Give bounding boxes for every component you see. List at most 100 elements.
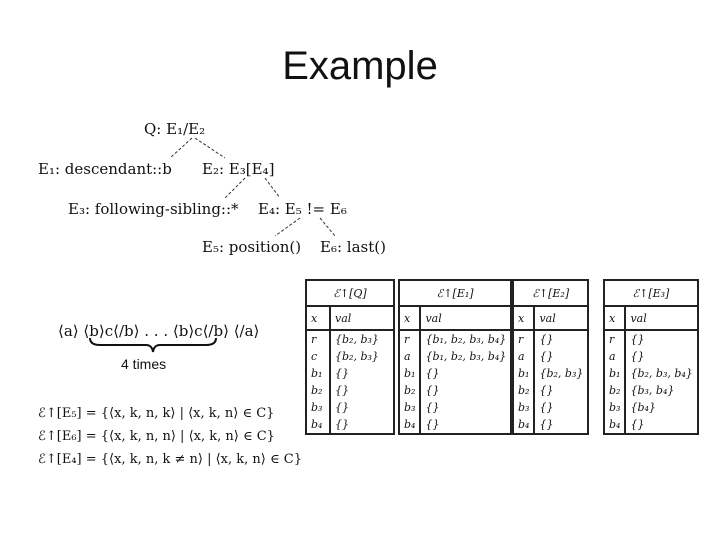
cell-val: {}	[533, 330, 590, 348]
tree-node-e1: E₁: descendant::b	[38, 160, 172, 178]
brace-icon	[89, 337, 217, 353]
table-row: b₃{}	[511, 399, 590, 416]
table-row: b₂{b₃, b₄}	[602, 382, 699, 399]
cell-val: {}	[533, 399, 590, 416]
equation-e4: ℰ↑[E₄] = {⟨x, k, n, k ≠ n⟩ | ⟨x, k, n⟩ ∈…	[38, 452, 302, 467]
cell-val: {}	[329, 365, 395, 382]
cell-x: b₃	[602, 399, 627, 416]
xml-document: ⟨a⟩ ⟨b⟩c⟨/b⟩ . . . ⟨b⟩c⟨/b⟩ ⟨/a⟩	[58, 322, 260, 340]
table-row: b₁{b₂, b₃, b₄}	[602, 365, 699, 382]
table-row: b₃{}	[305, 399, 395, 416]
column-header: x	[602, 305, 627, 331]
table-row: r{b₁, b₂, b₃, b₄}	[397, 330, 513, 348]
cell-val: {b₄}	[624, 399, 699, 416]
cell-val: {b₁, b₂, b₃, b₄}	[419, 348, 513, 365]
table-row: a{}	[602, 348, 699, 365]
cell-x: a	[602, 348, 627, 365]
cell-x: a	[397, 348, 422, 365]
cell-x: b₂	[511, 382, 536, 399]
table-title: ℰ↑[E₁]	[397, 279, 513, 307]
repeat-count-label: 4 times	[121, 356, 167, 372]
cell-x: r	[397, 330, 422, 348]
table-title: ℰ↑[E₃]	[603, 279, 699, 307]
cell-val: {}	[419, 382, 513, 399]
table-title: ℰ↑[Q]	[305, 279, 395, 307]
cell-val: {}	[533, 382, 590, 399]
table-row: b₃{}	[397, 399, 513, 416]
cell-x: a	[511, 348, 536, 365]
cell-x: b₁	[602, 365, 627, 382]
cell-x: r	[602, 330, 627, 348]
cell-val: {}	[329, 399, 395, 416]
cell-val: {b₂, b₃, b₄}	[624, 365, 699, 382]
cell-x: b₂	[602, 382, 627, 399]
column-header: x	[397, 305, 422, 331]
tree-node-e2: E₂: E₃[E₄]	[202, 160, 275, 178]
table-row: r{}	[602, 330, 699, 348]
cell-x: b₄	[397, 416, 422, 435]
table-row: b₁{b₂, b₃}	[511, 365, 590, 382]
table-row: b₁{}	[397, 365, 513, 382]
cell-x: b₃	[305, 399, 331, 416]
table-row: b₄{}	[511, 416, 590, 435]
cell-x: b₄	[511, 416, 536, 435]
cell-val: {}	[533, 348, 590, 365]
table-row: b₄{}	[305, 416, 395, 435]
table-row: r{b₂, b₃}	[305, 330, 395, 348]
cell-val: {b₂, b₃}	[533, 365, 590, 382]
tree-edges	[169, 137, 336, 237]
cell-val: {}	[419, 416, 513, 435]
cell-val: {}	[419, 365, 513, 382]
cell-val: {b₃, b₄}	[624, 382, 699, 399]
cell-val: {}	[419, 399, 513, 416]
cell-x: r	[511, 330, 536, 348]
column-header: val	[533, 305, 590, 331]
equation-e5: ℰ↑[E₅] = {⟨x, k, n, k⟩ | ⟨x, k, n⟩ ∈ C}	[38, 406, 275, 421]
cell-val: {}	[624, 348, 699, 365]
column-header: x	[305, 305, 331, 331]
column-header: val	[419, 305, 513, 331]
cell-x: c	[305, 348, 331, 365]
tree-node-q: Q: E₁/E₂	[144, 120, 206, 138]
cell-x: b₂	[397, 382, 422, 399]
cell-x: b₂	[305, 382, 331, 399]
column-header: val	[329, 305, 395, 331]
equation-e6: ℰ↑[E₆] = {⟨x, k, n, n⟩ | ⟨x, k, n⟩ ∈ C}	[38, 429, 275, 444]
table-row: b₂{}	[511, 382, 590, 399]
table-row: b₁{}	[305, 365, 395, 382]
cell-val: {}	[624, 330, 699, 348]
cell-x: b₃	[511, 399, 536, 416]
cell-val: {}	[624, 416, 699, 435]
table-row: r{}	[511, 330, 590, 348]
table-row: a{b₁, b₂, b₃, b₄}	[397, 348, 513, 365]
cell-x: r	[305, 330, 331, 348]
table-row: b₃{b₄}	[602, 399, 699, 416]
query-parse-tree: Q: E₁/E₂ E₁: descendant::b E₂: E₃[E₄] E₃…	[30, 110, 430, 270]
cell-val: {}	[329, 416, 395, 435]
cell-val: {b₁, b₂, b₃, b₄}	[419, 330, 513, 348]
table-row: b₄{}	[602, 416, 699, 435]
tree-node-e5: E₅: position()	[202, 238, 302, 256]
cell-x: b₁	[305, 365, 331, 382]
table-row: c{b₂, b₃}	[305, 348, 395, 365]
table-row: a{}	[511, 348, 590, 365]
cell-x: b₃	[397, 399, 422, 416]
cell-val: {}	[533, 416, 590, 435]
cell-val: {b₂, b₃}	[329, 330, 395, 348]
tree-node-e3: E₃: following-sibling::*	[68, 200, 239, 218]
cell-val: {}	[329, 382, 395, 399]
cell-x: b₄	[602, 416, 627, 435]
table-row: b₂{}	[397, 382, 513, 399]
slide-title: Example	[282, 44, 438, 88]
table-row: b₂{}	[305, 382, 395, 399]
cell-x: b₁	[511, 365, 536, 382]
table-row: b₄{}	[397, 416, 513, 435]
cell-x: b₁	[397, 365, 422, 382]
table-title: ℰ↑[E₂]	[511, 279, 590, 307]
tree-node-e4: E₄: E₅ != E₆	[258, 200, 347, 218]
tree-node-e6: E₆: last()	[320, 238, 386, 256]
